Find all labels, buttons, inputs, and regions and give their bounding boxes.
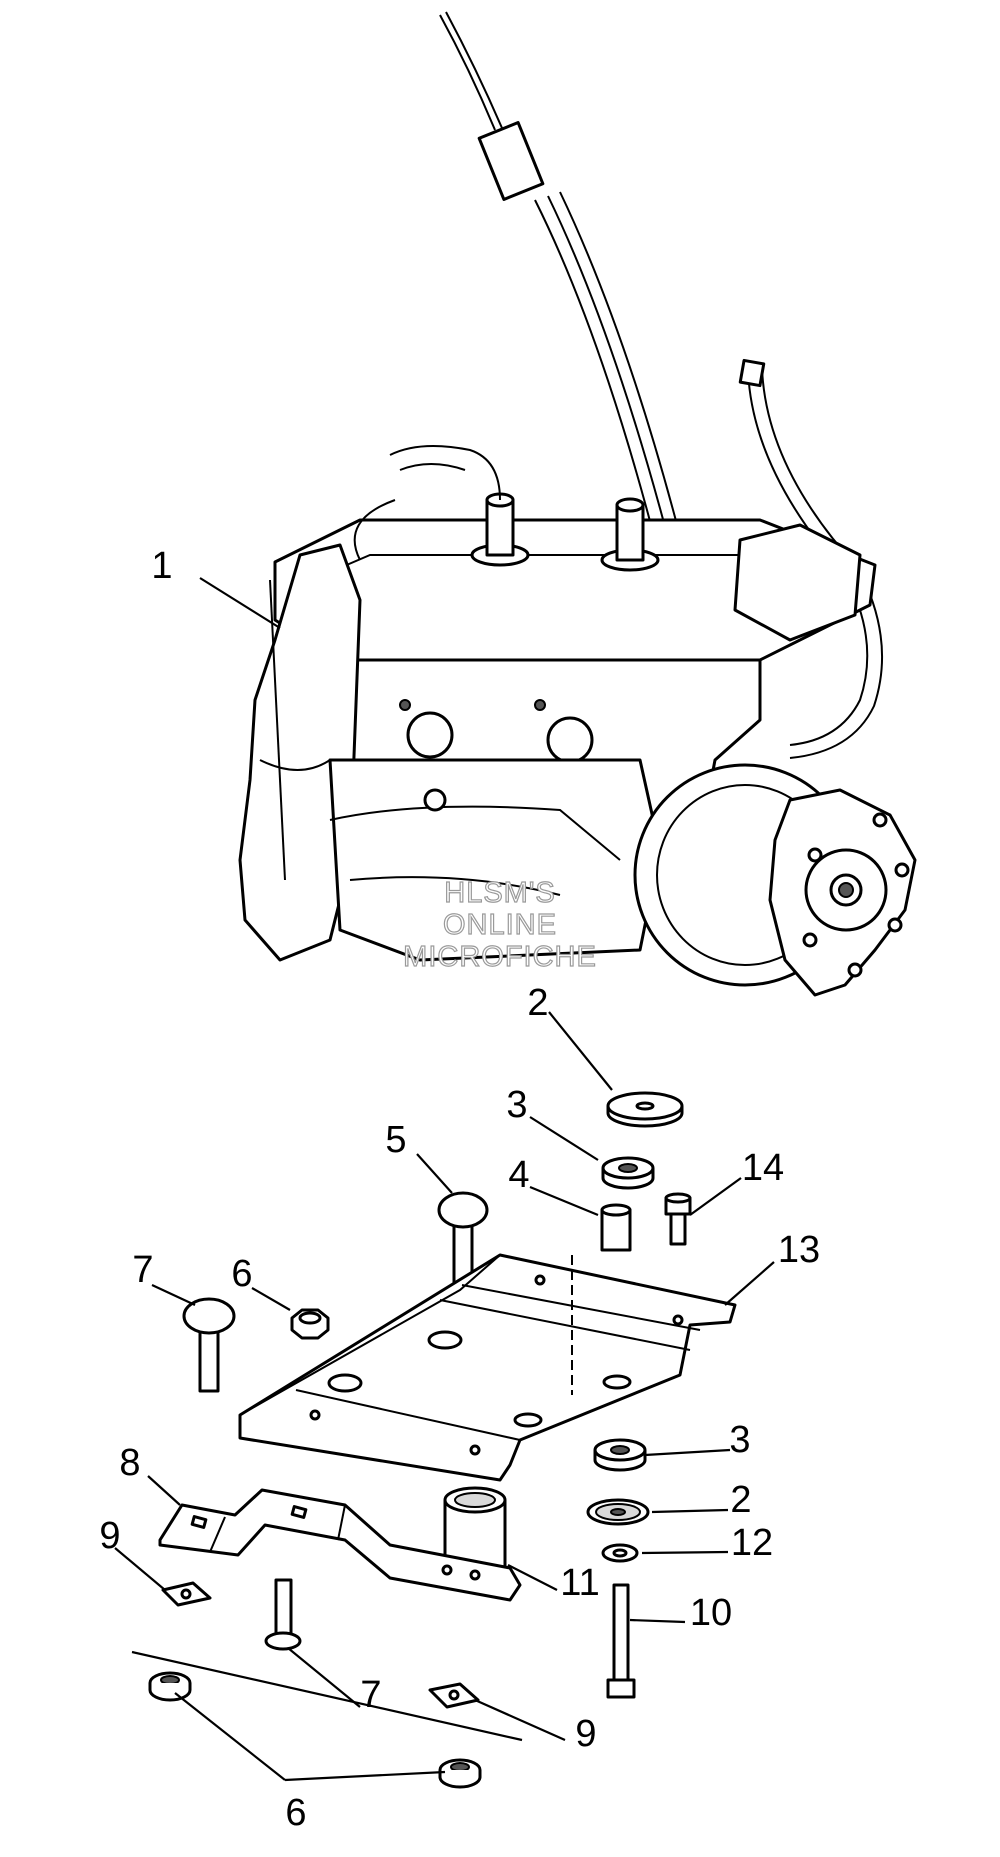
part-14-cap-screw (664, 1192, 692, 1246)
part-5-carriage-bolt (437, 1191, 489, 1287)
callout-3-upper: 3 (506, 1084, 527, 1126)
drive-clutch (633, 763, 917, 997)
callout-3-lower: 3 (729, 1419, 750, 1461)
part-4-spacer (600, 1203, 632, 1252)
callout-10: 10 (690, 1592, 732, 1634)
part-9-pad-upper (161, 1581, 212, 1607)
part-6-nut-upper (290, 1308, 330, 1340)
callout-6-lower: 6 (285, 1792, 306, 1834)
part-3-bushing-lower (593, 1438, 647, 1472)
watermark-line-1: HLSM'S (444, 877, 555, 909)
part-7-carriage-bolt-lower (264, 1578, 302, 1651)
part-3-bushing-upper (601, 1156, 655, 1190)
callout-9-lower: 9 (575, 1713, 596, 1755)
callout-1: 1 (151, 545, 172, 587)
part-2-washer-upper (606, 1091, 684, 1128)
watermark-line-2: ONLINE (443, 909, 557, 941)
part-9-pad-lower (428, 1682, 480, 1709)
callout-labels: 1 2 3 4 5 14 7 6 13 3 8 2 9 12 11 10 7 9… (99, 545, 820, 1834)
callout-4: 4 (508, 1154, 529, 1196)
callout-5: 5 (385, 1119, 406, 1161)
part-6-nut-lower-right (438, 1758, 482, 1789)
callout-14: 14 (742, 1147, 784, 1189)
callout-8: 8 (119, 1442, 140, 1484)
watermark-line-3: MICROFICHE (403, 941, 597, 973)
spark-plug-right (600, 497, 660, 572)
callout-7-lower: 7 (360, 1674, 381, 1716)
part-8-bracket (158, 1488, 522, 1602)
callout-6-upper: 6 (231, 1253, 252, 1295)
callout-7-upper: 7 (132, 1249, 153, 1291)
spark-plug-left (470, 492, 530, 567)
part-7-carriage-bolt-upper (182, 1297, 236, 1393)
part-10-bolt (606, 1583, 636, 1699)
engine-assembly (238, 11, 917, 997)
watermark: HLSM'S ONLINE MICROFICHE (403, 876, 597, 973)
leader-lines (114, 577, 775, 1782)
part-2-washer-lower (586, 1498, 650, 1526)
callout-11: 11 (560, 1562, 599, 1604)
callout-9-upper: 9 (99, 1515, 120, 1557)
callout-2-lower: 2 (730, 1479, 751, 1521)
part-6-nut-lower-left (148, 1671, 192, 1702)
part-12-washer (601, 1543, 639, 1563)
callout-2-upper: 2 (527, 982, 548, 1024)
part-13-mounting-plate (238, 1253, 737, 1482)
callout-12: 12 (731, 1522, 773, 1564)
callout-13: 13 (778, 1229, 820, 1271)
